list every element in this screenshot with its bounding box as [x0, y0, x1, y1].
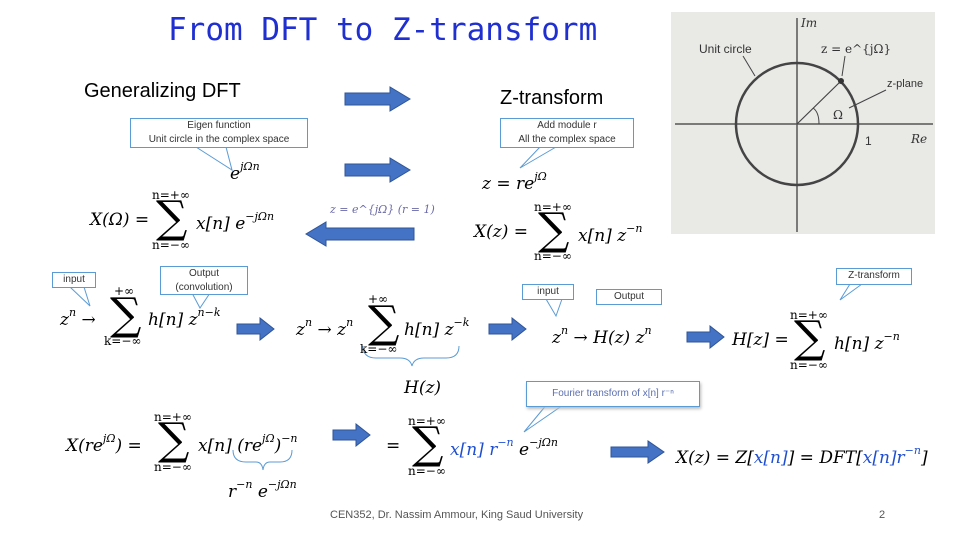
callout-output-line2: (convolution) — [161, 281, 247, 295]
z-plane-diagram: Im Unit circle z = e^{jΩ} z-plane Ω 1 Re — [671, 12, 935, 234]
footer-credit: CEN352, Dr. Nassim Ammour, King Saud Uni… — [330, 509, 583, 521]
conv-input: zn → — [60, 306, 96, 330]
eigen-function-formula: ejΩn — [230, 160, 260, 184]
callout-input-right: input — [522, 284, 574, 300]
callout-z-transform: Z-transform — [836, 268, 912, 285]
eigen-output-formula: zn → H(z) zn — [552, 324, 652, 348]
conv-sum-sign: ∑ — [110, 293, 141, 337]
callout-output-right: Output — [596, 289, 662, 305]
hz-formula-lhs: H[z] = — [732, 330, 789, 350]
x-re-sum-lower: n=−∞ — [154, 460, 192, 474]
z-definition-formula: z = rejΩ — [482, 170, 547, 194]
callout-input-left: input — [52, 272, 96, 288]
conv2-rhs: h[n] z−k — [404, 316, 469, 340]
callout-module-line2: All the complex space — [501, 133, 633, 147]
z-plane-one-label: 1 — [865, 134, 872, 148]
dft-formula-rhs: x[n] e−jΩn — [196, 210, 274, 234]
side-note-unit-circle: z = e^{jΩ} (r = 1) — [330, 203, 435, 216]
fourier-eq-sign: = — [386, 436, 400, 456]
fourier-rhs: x[n] r−n e−jΩn — [450, 436, 558, 460]
dft-formula-lhs: X(Ω) = — [90, 210, 149, 230]
callout-fourier-note: Fourier transform of x[n] r⁻ⁿ — [526, 381, 700, 407]
callout-eigen-function: Eigen function Unit circle in the comple… — [130, 118, 308, 148]
dft-sum-lower: n=−∞ — [152, 238, 190, 252]
z-plane-omega-label: Ω — [833, 108, 843, 122]
z-plane-re-label: Re — [911, 132, 927, 146]
page-number: 2 — [879, 509, 885, 521]
x-re-brace-label: r−n e−jΩn — [228, 478, 297, 502]
zt-sum-lower: n=−∞ — [534, 249, 572, 263]
callout-eigen-line2: Unit circle in the complex space — [131, 133, 307, 147]
hz-formula-rhs: h[n] z−n — [834, 330, 900, 354]
callout-output-line1: Output — [161, 267, 247, 281]
hz-sum-lower: n=−∞ — [790, 358, 828, 372]
x-re-lhs: X(rejΩ) = — [66, 432, 142, 456]
x-re-rhs: x[n] (rejΩ)−n — [198, 432, 298, 456]
callout-module-line1: Add module r — [501, 119, 633, 133]
z-plane-plane-label: z-plane — [887, 78, 923, 90]
dft-sum-sign: ∑ — [156, 196, 187, 240]
z-plane-im-label: Im — [801, 16, 817, 30]
conv2-input: zn → zn — [296, 316, 353, 340]
conv-sum-lower: k=−∞ — [104, 334, 141, 348]
conv-rhs: h[n] zn−k — [148, 306, 221, 330]
x-re-sum-sign: ∑ — [158, 418, 189, 462]
zt-formula-lhs: X(z) = — [474, 222, 528, 242]
z-plane-unit-circle-label: Unit circle — [699, 42, 752, 56]
z-dft-relation: X(z) = Z[x[n]] = DFT[x[n]r−n] — [676, 444, 928, 468]
hz-sum-sign: ∑ — [794, 316, 825, 360]
fourier-sum-sign: ∑ — [412, 422, 443, 466]
callout-eigen-line1: Eigen function — [131, 119, 307, 133]
transfer-function-label: H(z) — [404, 378, 441, 398]
callout-add-module: Add module r All the complex space — [500, 118, 634, 148]
conv2-sum-sign: ∑ — [368, 301, 399, 345]
z-plane-z-eq-label: z = e^{jΩ} — [821, 42, 891, 56]
callout-output-convolution: Output (convolution) — [160, 266, 248, 295]
zt-sum-sign: ∑ — [538, 208, 569, 252]
zt-formula-rhs: x[n] z−n — [578, 222, 642, 246]
conv2-sum-lower: k=−∞ — [360, 342, 397, 356]
fourier-sum-lower: n=−∞ — [408, 464, 446, 478]
